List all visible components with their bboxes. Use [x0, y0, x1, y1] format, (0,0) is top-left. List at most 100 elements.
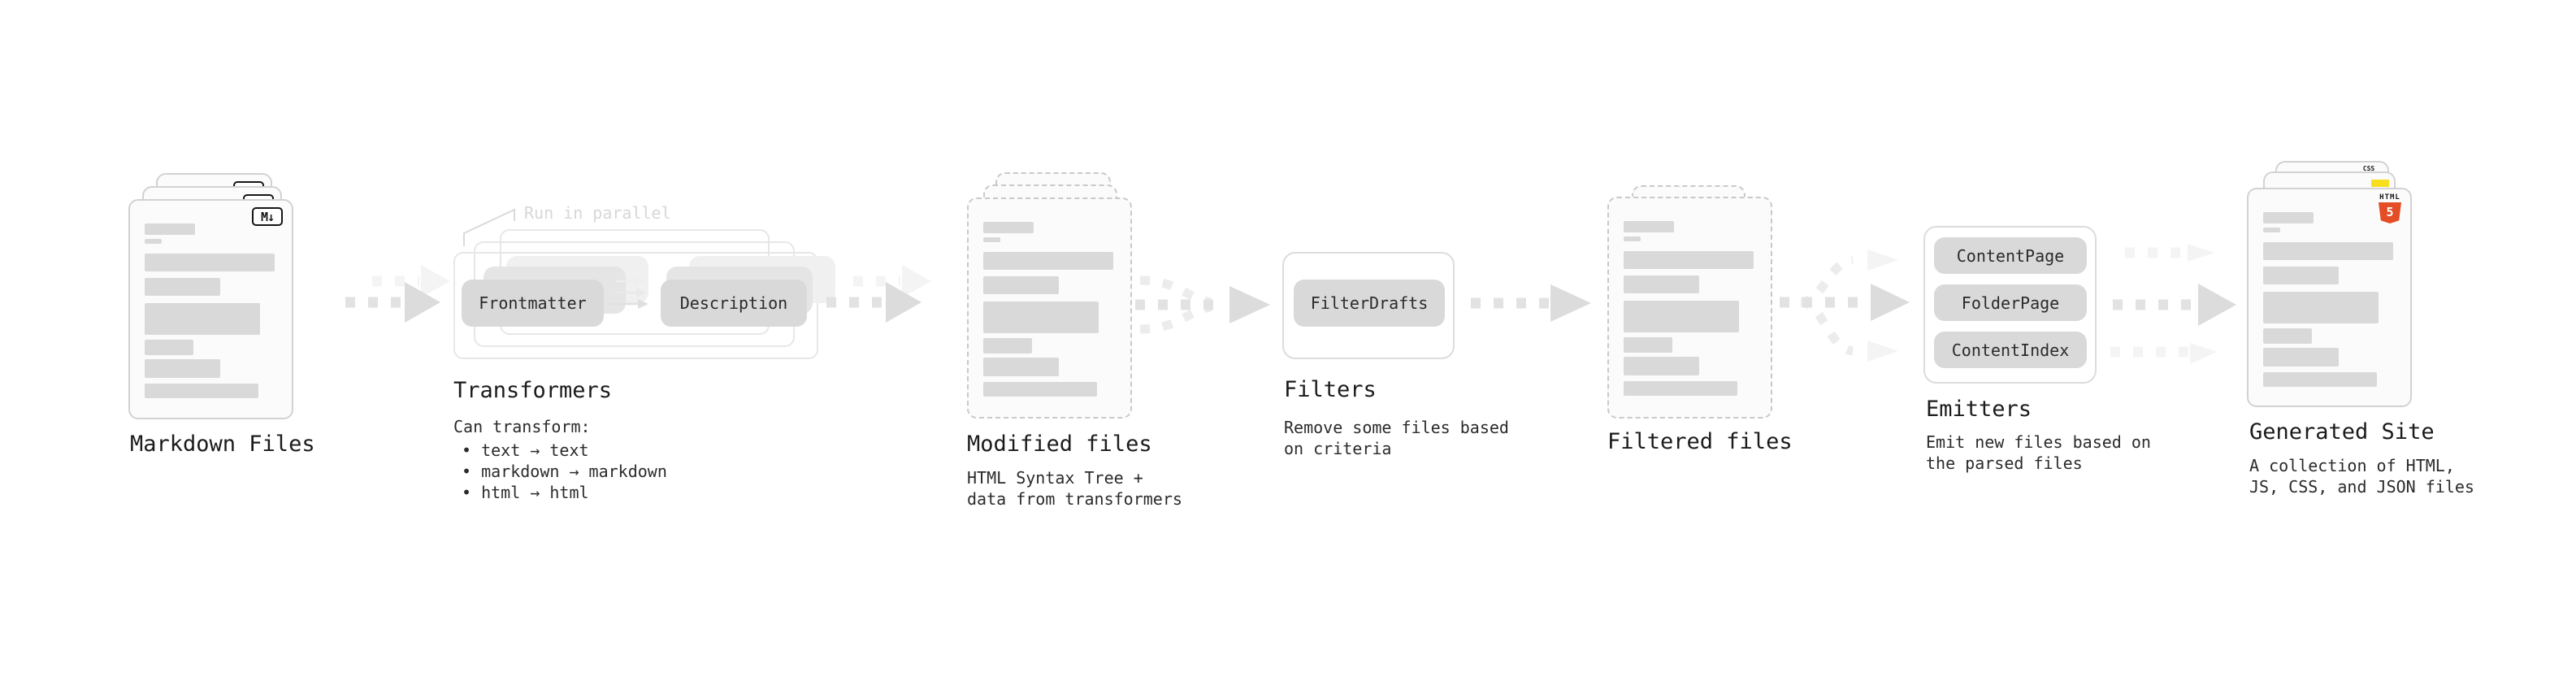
- arrow-top-head: [2188, 244, 2214, 262]
- text-line-bar: [145, 254, 275, 271]
- text-line-bar: [2263, 328, 2313, 344]
- generated-html-file-card: HTML 5: [2247, 188, 2412, 407]
- modified-files-subtitle: HTML Syntax Tree + data from transformer…: [967, 468, 1182, 509]
- document-text-lines: [145, 223, 277, 398]
- text-line-bar: [145, 340, 194, 355]
- text-line-bar: [145, 303, 260, 335]
- text-line-bar: [2263, 267, 2339, 284]
- stage-title-markdown-files: Markdown Files: [130, 432, 315, 457]
- arrow-middle-head: [2198, 284, 2236, 326]
- arrow-modified-to-filters-converge: [1135, 275, 1270, 334]
- bullet-item: • html → html: [462, 483, 589, 502]
- stage-title-emitters: Emitters: [1926, 397, 2032, 422]
- arrow-head: [1871, 284, 1910, 321]
- text-line-bar: [2263, 212, 2314, 223]
- bullet-item: • text → text: [462, 440, 589, 460]
- text-line-bar: [983, 237, 1001, 242]
- text-line-bar: [1624, 251, 1754, 269]
- emitter-content-page-box: ContentPage: [1934, 237, 2087, 274]
- document-text-lines: [983, 222, 1116, 397]
- text-line-bar: [983, 252, 1113, 270]
- stage-title-modified-files: Modified files: [967, 432, 1152, 457]
- text-line-bar: [145, 278, 220, 296]
- emitters-subtitle: Emit new files based on the parsed files: [1926, 432, 2151, 473]
- modified-file-card: [967, 197, 1132, 419]
- text-line-bar: [1624, 275, 1699, 293]
- transformer-frontmatter-box: Frontmatter: [462, 280, 604, 327]
- html5-icon-shield: 5: [2379, 202, 2401, 223]
- filtered-file-card: [1607, 197, 1772, 419]
- transformers-note-heading: Can transform:: [453, 417, 591, 436]
- text-line-bar: [2263, 372, 2378, 387]
- arrow-ghost-head: [421, 265, 450, 297]
- text-line-bar: [145, 384, 259, 398]
- text-line-bar: [983, 338, 1033, 354]
- filters-subtitle: Remove some files based on criteria: [1284, 418, 1509, 458]
- filter-drafts-box: FilterDrafts: [1294, 280, 1445, 327]
- mini-arrow-head-2: [636, 288, 646, 297]
- arrows-emitters-to-generated: [2110, 244, 2236, 364]
- emitter-content-index-box: ContentIndex: [1934, 332, 2087, 368]
- text-line-bar: [2263, 292, 2379, 323]
- text-line-bar: [983, 301, 1099, 333]
- arrow-filtered-to-emitters-diverge: [1780, 249, 1910, 362]
- text-line-bar: [145, 223, 195, 235]
- text-line-bar: [1624, 221, 1674, 232]
- html5-icon-label: HTML: [2379, 193, 2400, 202]
- bullet-item: • markdown → markdown: [462, 462, 667, 481]
- generated-site-subtitle: A collection of HTML, JS, CSS, and JSON …: [2249, 456, 2474, 497]
- text-line-bar: [2263, 242, 2393, 260]
- arrow-head: [886, 282, 922, 323]
- stage-title-generated-site: Generated Site: [2249, 419, 2435, 445]
- text-line-bar: [1624, 301, 1739, 332]
- arrow-bottom-head: [2190, 343, 2217, 364]
- diverge-head-top: [1867, 249, 1898, 271]
- markdown-file-card: M↓: [128, 199, 293, 419]
- markdown-icon: M↓: [252, 207, 283, 226]
- text-line-bar: [1624, 381, 1738, 396]
- arrow-ghost-head: [902, 265, 931, 297]
- stage-title-filters: Filters: [1284, 377, 1377, 402]
- emitter-folder-page-box: FolderPage: [1934, 284, 2087, 321]
- stage-title-filtered-files: Filtered files: [1607, 429, 1793, 454]
- text-line-bar: [983, 276, 1059, 294]
- text-line-bar: [145, 239, 163, 244]
- transformers-bullet-list: • text → text • markdown → markdown • ht…: [462, 440, 667, 503]
- diverge-head-bottom: [1867, 340, 1898, 362]
- arrow-head: [405, 282, 440, 323]
- mini-arrow-head-3: [638, 299, 648, 309]
- transformer-description-box: Description: [661, 280, 807, 327]
- text-line-bar: [1624, 236, 1641, 241]
- text-line-bar: [145, 359, 220, 378]
- javascript-icon: [2371, 180, 2389, 187]
- arrow-transformers-to-modified: [826, 265, 931, 323]
- arrow-filters-to-filtered: [1471, 284, 1591, 322]
- document-text-lines: [2263, 212, 2396, 387]
- text-line-bar: [2263, 348, 2339, 367]
- html5-icon: HTML 5: [2376, 193, 2404, 223]
- mini-arrow-head-1: [635, 276, 644, 286]
- stage-title-transformers: Transformers: [453, 378, 613, 403]
- text-line-bar: [2263, 228, 2281, 232]
- arrow-head: [1229, 286, 1270, 323]
- run-in-parallel-annotation: Run in parallel: [524, 203, 671, 223]
- arrow-head: [1550, 284, 1591, 322]
- text-line-bar: [983, 382, 1098, 397]
- text-line-bar: [983, 222, 1034, 233]
- text-line-bar: [1624, 337, 1673, 353]
- transformer-outline-card: [453, 252, 818, 359]
- text-line-bar: [983, 358, 1059, 376]
- document-text-lines: [1624, 221, 1756, 396]
- css-icon-label: CSS: [2362, 165, 2375, 172]
- text-line-bar: [1624, 357, 1699, 375]
- arrow-markdown-to-transformers: [345, 265, 450, 323]
- run-in-parallel-leader-line: [463, 208, 515, 246]
